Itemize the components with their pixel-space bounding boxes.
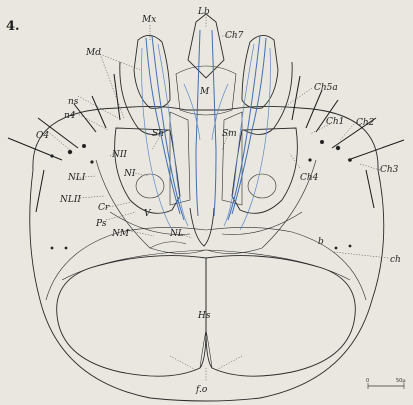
label-cr: Cr <box>98 203 110 213</box>
leader-lines <box>46 17 388 382</box>
label-ch5a: Ch5a <box>314 83 338 93</box>
label-hs: Hs <box>197 311 211 321</box>
label-ch: ch <box>390 255 401 265</box>
scale-bar-start: 0 <box>366 378 369 384</box>
label-m: M <box>199 87 210 97</box>
label-mx: Mx <box>141 15 156 25</box>
label-ch7: Ch7 <box>225 31 244 41</box>
scale-bar-end: 50μ <box>396 378 406 384</box>
label-o4: O4 <box>36 131 49 141</box>
label-fo: f.o <box>195 385 208 395</box>
label-sh: Sh <box>152 129 164 139</box>
label-ni: NI <box>123 169 136 179</box>
scale-bar: 0 50μ <box>366 378 406 389</box>
label-md: Md <box>85 48 101 58</box>
label-ns: ns <box>68 97 79 107</box>
label-nii: NII <box>111 150 127 160</box>
label-sm: Sm <box>222 129 237 139</box>
figure-number: 4. <box>6 19 20 34</box>
label-b: b <box>318 237 324 247</box>
label-ch1: Ch1 <box>326 117 344 127</box>
label-nlii: NLII <box>59 195 81 205</box>
label-lb: Lb <box>197 7 210 17</box>
label-n4: n4 <box>64 111 76 121</box>
label-ch3: Ch3 <box>380 165 399 175</box>
label-ch2: Ch2 <box>356 118 375 128</box>
label-nl: NL <box>169 229 184 239</box>
label-nli: NLI <box>67 173 86 183</box>
label-ps: Ps <box>95 219 107 229</box>
label-ch4: Ch4 <box>300 173 319 183</box>
label-v: V <box>144 209 152 219</box>
label-nm: NM <box>111 229 130 239</box>
